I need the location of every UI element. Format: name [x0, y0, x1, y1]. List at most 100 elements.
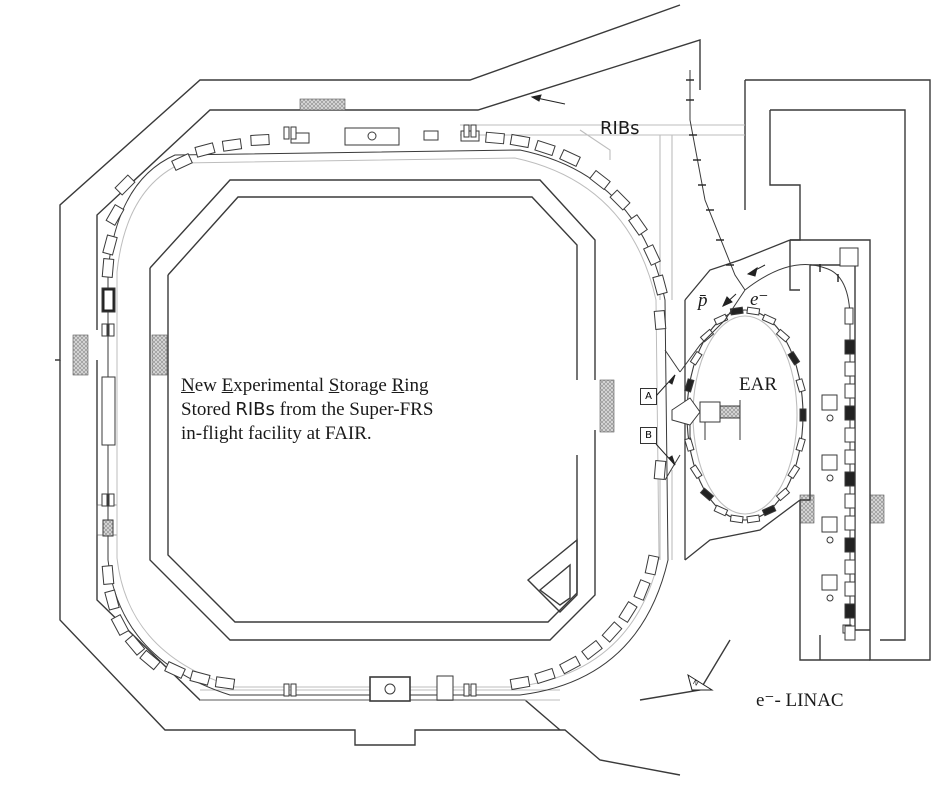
ear-magnet — [787, 464, 801, 480]
caption-line-1: New Experimental Storage Ring — [181, 375, 429, 396]
ring-dipole-magnet — [643, 244, 661, 266]
quadrupole — [463, 124, 470, 138]
ring-dipole-magnet — [618, 601, 638, 623]
ring-dipole-magnet — [509, 133, 531, 149]
linac-building-wall — [744, 79, 931, 661]
ear-hall-walls — [684, 239, 801, 561]
ear-magnet — [761, 313, 777, 326]
ear-magnet — [729, 514, 744, 524]
wall-hatching — [72, 98, 885, 536]
ring-dipole-magnet — [221, 138, 243, 152]
beamline-ticks — [686, 79, 839, 282]
linac-section — [844, 625, 856, 641]
caption-line-2: Stored RIBs from the Super-FRS — [181, 399, 434, 420]
ring-dipole-magnet — [124, 634, 146, 656]
linac-section — [844, 405, 856, 421]
transfer-lines — [664, 70, 851, 640]
ring-dipole-magnet — [601, 621, 623, 643]
ring-dipole-magnet — [104, 589, 120, 611]
ring-dipole-magnet — [250, 134, 270, 146]
quadrupole — [290, 683, 297, 697]
linac-section — [844, 603, 856, 619]
linac-label: e⁻- LINAC — [756, 690, 844, 711]
ear-magnet — [799, 408, 807, 422]
inner-hall-wall — [149, 179, 596, 641]
ring-straight-components — [101, 127, 454, 702]
ring-dipole-magnet — [589, 169, 611, 191]
ring-dipole-magnet — [214, 676, 236, 690]
linac-section — [844, 559, 856, 575]
ear-magnets — [683, 306, 807, 524]
ear-magnet — [795, 437, 806, 452]
quadrupole — [101, 323, 108, 337]
ring-dipole-magnet — [164, 661, 186, 679]
ring-dipole-magnet — [653, 460, 667, 480]
ring-dipole-magnet — [102, 234, 118, 256]
linac-section — [844, 361, 856, 377]
antiproton-label: p̄ — [698, 290, 708, 311]
marker-b: B — [640, 427, 657, 444]
interaction-region — [671, 397, 741, 440]
linac-section — [844, 471, 856, 487]
ring-dipole-magnet — [652, 274, 668, 296]
ring-dipole-magnet — [509, 675, 531, 691]
linac-section — [844, 449, 856, 465]
ear-magnet — [795, 378, 806, 393]
ring-dipole-magnet — [189, 670, 211, 686]
ear-magnet — [787, 350, 801, 366]
linac-section — [844, 427, 856, 443]
ear-magnet — [684, 378, 695, 393]
ear-magnet — [689, 464, 703, 480]
ear-magnet — [689, 350, 703, 366]
electron-label: e⁻ — [750, 289, 769, 310]
ring-dipole-magnet — [171, 153, 193, 171]
rf-cavity-left — [101, 376, 116, 446]
ribs-label: RIBs — [600, 118, 640, 139]
ear-magnet — [746, 306, 761, 316]
quadrupole — [101, 493, 108, 507]
quadrupole — [470, 124, 477, 138]
ear-magnet — [775, 328, 791, 343]
ring-dipole-magnet — [633, 579, 651, 601]
ear-magnet — [746, 514, 761, 524]
ring-dipole-magnet — [559, 149, 581, 167]
ring-dipole-magnet — [534, 139, 556, 157]
ring-dipole-magnet — [581, 639, 603, 661]
ear-magnet — [775, 487, 791, 502]
linac-section — [844, 493, 856, 509]
quadrupole — [463, 683, 470, 697]
north-arrow-icon — [687, 673, 714, 691]
linac-section — [844, 581, 856, 597]
linac-section — [844, 339, 856, 355]
ear-magnet — [699, 487, 715, 502]
ring-dipole-magnet — [485, 131, 505, 145]
ring-dipole-magnet — [559, 655, 581, 675]
ring-dipole-magnet — [110, 614, 130, 636]
ring-dipole-magnet — [194, 142, 216, 158]
linac-section — [844, 537, 856, 553]
ring-dipole-magnet — [644, 554, 660, 576]
ear-magnet — [684, 437, 695, 452]
ear-magnet — [699, 328, 715, 343]
diagram-caption: New Experimental Storage Ring Stored RIB… — [181, 374, 433, 446]
ring-dipole-magnet — [101, 258, 115, 278]
ring-dipole-magnet — [101, 565, 115, 585]
quadrupole — [108, 323, 115, 337]
ear-magnet — [713, 504, 729, 517]
ring-dipole-magnet — [139, 649, 161, 671]
quadrupole — [283, 683, 290, 697]
ring-dipole-magnet — [609, 189, 631, 211]
quadrupole — [283, 126, 290, 140]
beam-arrows — [530, 94, 766, 466]
ring-dipole-magnet — [105, 204, 125, 226]
ring-dipole-magnet — [534, 667, 556, 685]
ring-dipole-magnet — [628, 214, 648, 236]
caption-line-3: in-flight facility at FAIR. — [181, 423, 372, 444]
ear-label: EAR — [739, 374, 777, 395]
linac-section — [844, 515, 856, 531]
quadrupole — [108, 493, 115, 507]
quadrupole — [470, 683, 477, 697]
ring-magnets — [101, 124, 668, 697]
ear-magnet — [761, 504, 777, 517]
quadrupole — [290, 126, 297, 140]
